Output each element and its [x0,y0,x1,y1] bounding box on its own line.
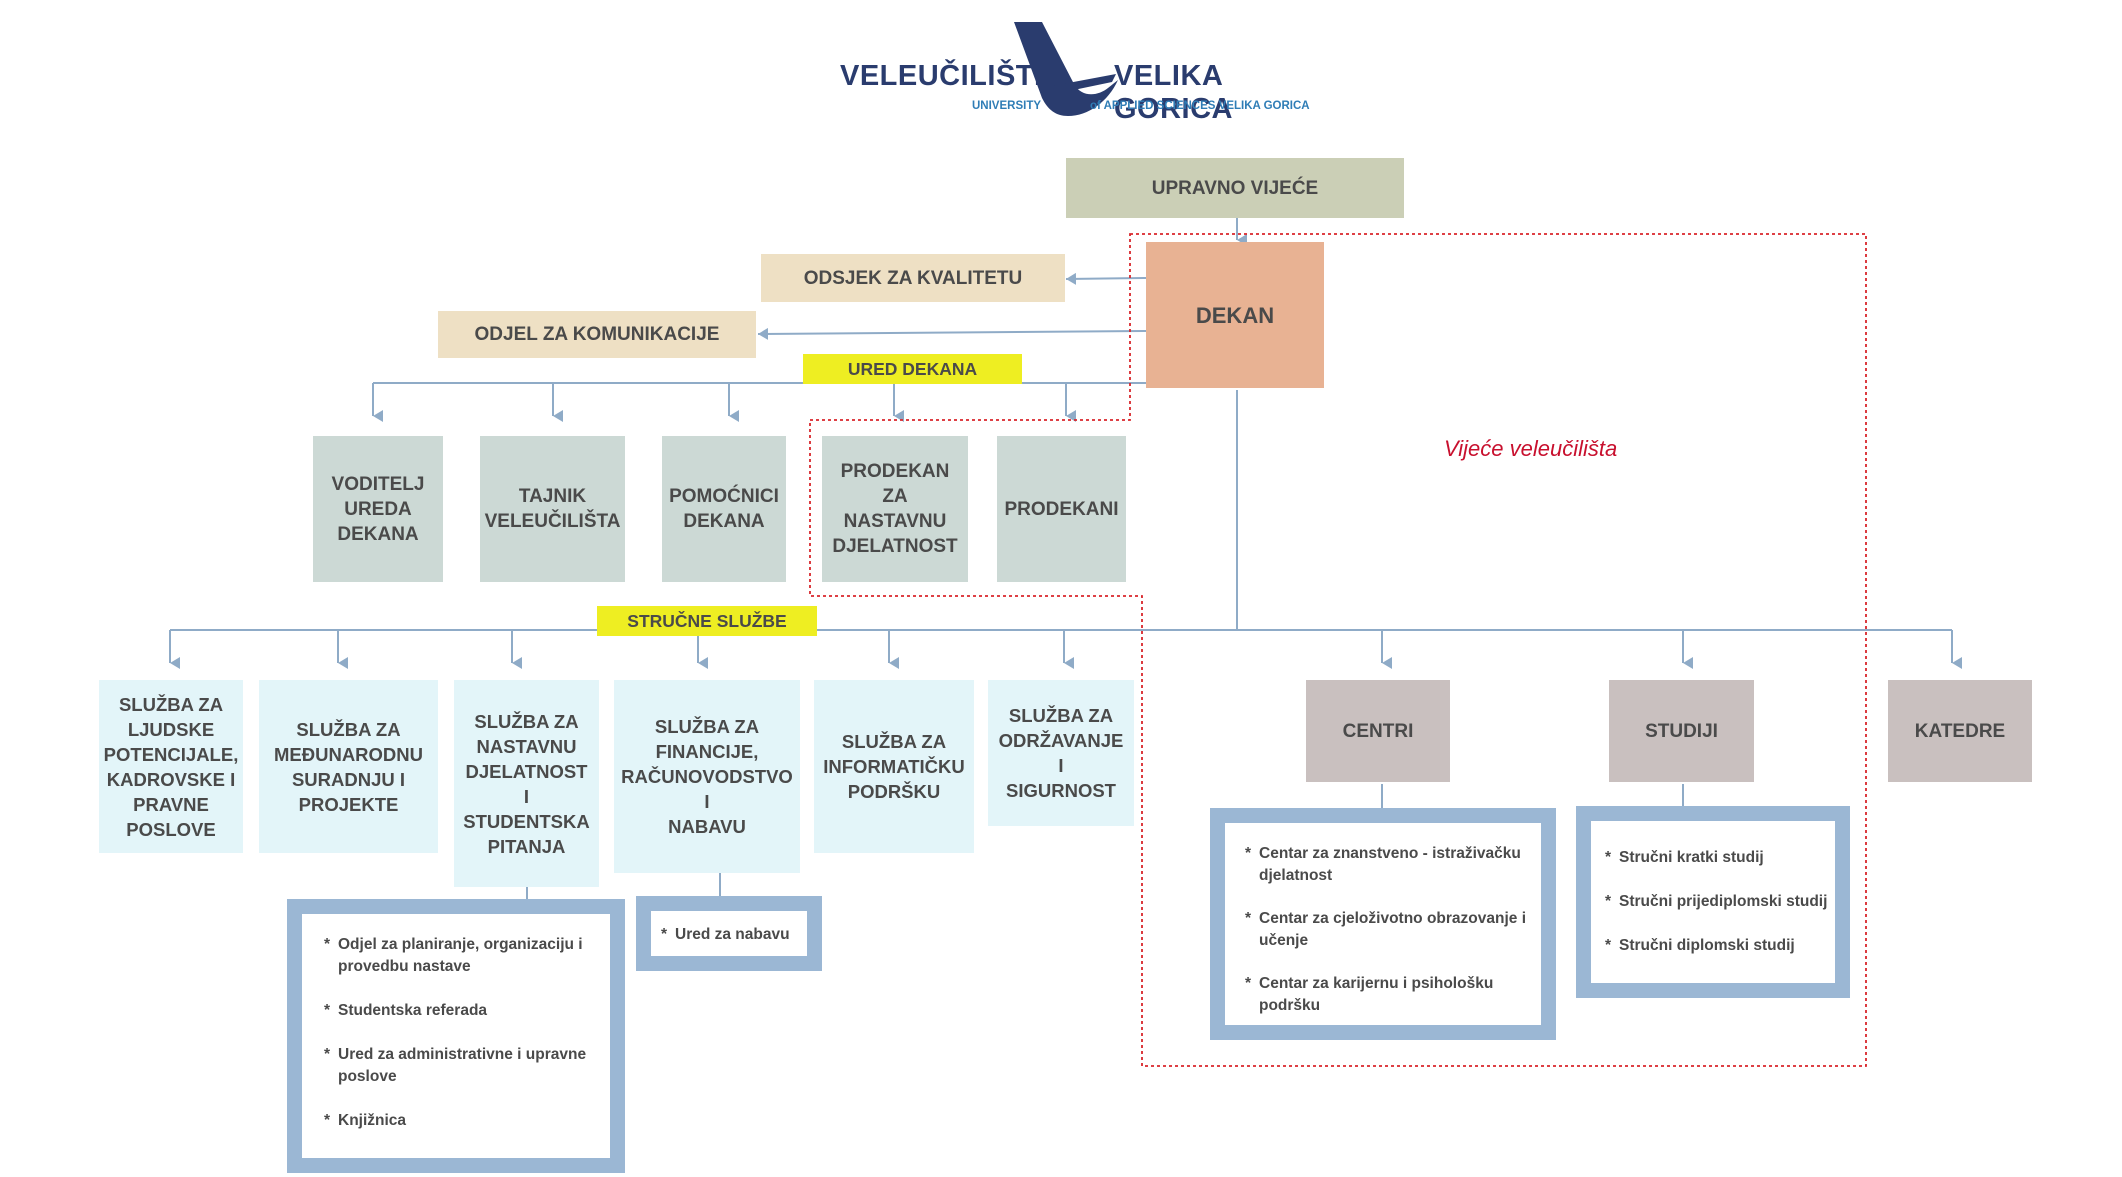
logo: VELEUČILIŠTE VELIKA GORICA UNIVERSITY of… [840,22,1320,125]
list-item: Centar za cjeloživotno obrazovanje i uče… [1245,908,1535,952]
node-tajnik-veleucilista: TAJNIK VELEUČILIŠTA [480,436,625,582]
list-item: Knjižnica [324,1110,596,1132]
node-sluzba-nastavnu-djelatnost: SLUŽBA ZA NASTAVNU DJELATNOST I STUDENTS… [454,680,599,887]
logo-sub-left: UNIVERSITY [972,100,1042,112]
node-odjel-za-komunikacije: ODJEL ZA KOMUNIKACIJE [438,311,756,358]
node-dekan: DEKAN [1146,242,1324,388]
node-sluzba-informaticku-podrsku: SLUŽBA ZA INFORMATIČKU PODRŠKU [814,680,974,853]
logo-sub-right: of APPLIED SCIENCES VELIKA GORICA [1090,100,1310,112]
node-sluzba-odrzavanje-sigurnost: SLUŽBA ZA ODRŽAVANJE I SIGURNOST [988,680,1134,826]
list-item: Stručni prijediplomski studij [1605,891,1829,913]
list-item: Centar za karijernu i psihološku podršku [1245,973,1535,1017]
logo-word-left: VELEUČILIŠTE [840,60,1054,92]
list-item: Studentska referada [324,1000,596,1022]
node-voditelj-ureda-dekana: VODITELJ UREDA DEKANA [313,436,443,582]
label-strucne-sluzbe: STRUČNE SLUŽBE [597,606,817,636]
node-upravno-vijece: UPRAVNO VIJEĆE [1066,158,1404,218]
panel-nastavna-sluzba: Odjel za planiranje, organizaciju i prov… [287,899,625,1173]
list-item: Stručni diplomski studij [1605,935,1829,957]
label-ured-dekana: URED DEKANA [803,354,1022,384]
logo-mark-icon [1014,22,1118,116]
node-studiji: STUDIJI [1609,680,1754,782]
panel-nabava: Ured za nabavu [636,896,822,971]
list-item: Centar za znanstveno - istraživačku djel… [1245,843,1535,887]
arrow-odjel [757,327,1147,340]
panel-centri: Centar za znanstveno - istraživačku djel… [1210,808,1556,1040]
node-sluzba-medunarodnu-suradnju: SLUŽBA ZA MEĐUNARODNU SURADNJU I PROJEKT… [259,680,438,853]
node-sluzba-financije: SLUŽBA ZA FINANCIJE, RAČUNOVODSTVO I NAB… [614,680,800,873]
list-item: Ured za nabavu [661,924,801,946]
list-item: Ured za administrativne i upravne poslov… [324,1044,596,1088]
vijece-boundary [809,233,1867,1067]
logo-word-right: VELIKA GORICA [1114,60,1233,125]
panel-studiji: Stručni kratki studij Stručni prijediplo… [1576,806,1850,998]
node-prodekan-za-nastavnu-djelatnost: PRODEKAN ZA NASTAVNU DJELATNOST [822,436,968,582]
list-item: Odjel za planiranje, organizaciju i prov… [324,934,596,978]
list-item: Stručni kratki studij [1605,847,1829,869]
vijece-veleucilista-label: Vijeće veleučilišta [1444,436,1618,461]
node-sluzba-ljudske-potencijale: SLUŽBA ZA LJUDSKE POTENCIJALE, KADROVSKE… [99,680,243,853]
arrow-odsjek [1065,272,1147,285]
node-pomocnici-dekana: POMOĆNICI DEKANA [662,436,786,582]
node-prodekani: PRODEKANI [997,436,1126,582]
node-katedre: KATEDRE [1888,680,2032,782]
node-odsjek-za-kvalitetu: ODSJEK ZA KVALITETU [761,254,1065,302]
node-centri: CENTRI [1306,680,1450,782]
